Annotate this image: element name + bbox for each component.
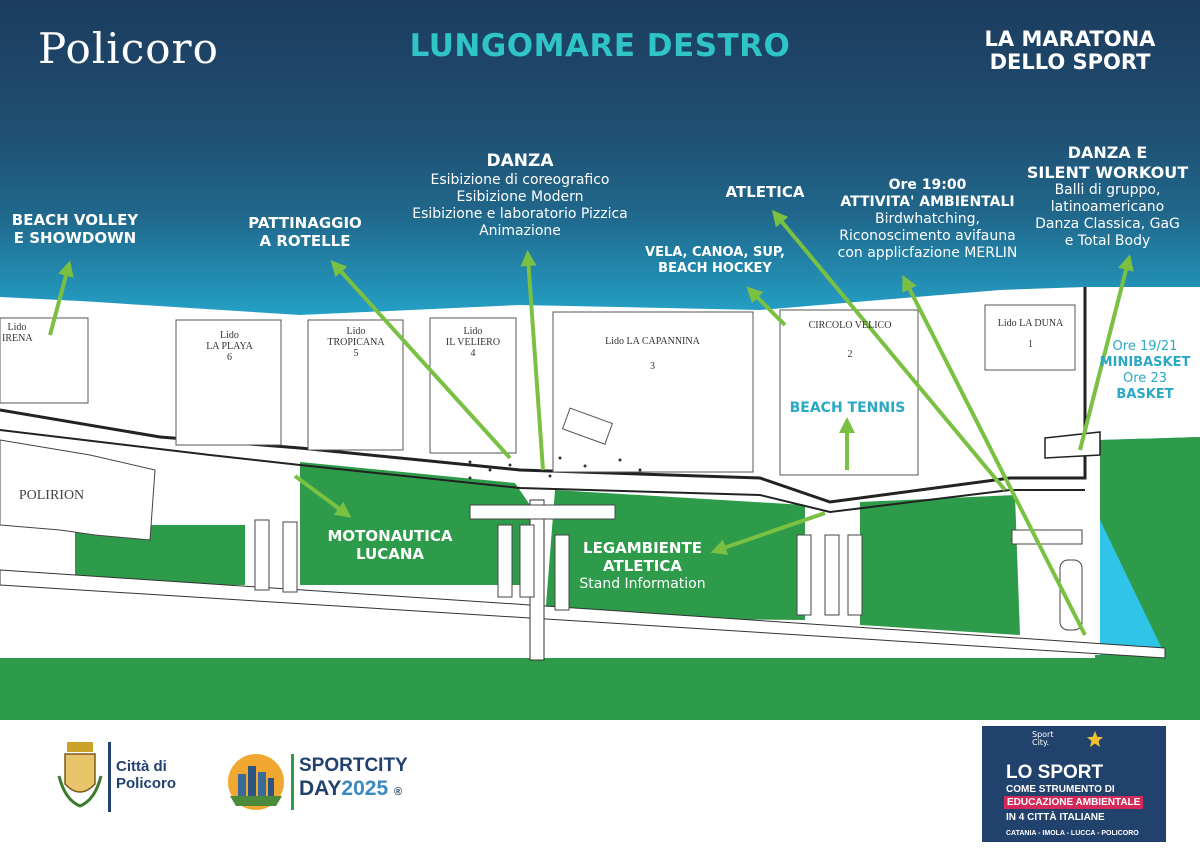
atletica-label: ATLETICA [725, 183, 805, 201]
divider [291, 754, 294, 810]
green-area-2 [545, 490, 805, 620]
arrow-icon [330, 260, 512, 460]
arrow-icon [771, 209, 1007, 492]
arrow-icon [902, 274, 1087, 636]
polirion-label: POLIRION [18, 488, 85, 503]
arrow-icon [293, 474, 352, 518]
box-line: IN 4 CITTÀ ITALIANE [1006, 812, 1105, 823]
promenade-bottom [0, 429, 1085, 514]
event-title: LA MARATONA DELLO SPORT [984, 27, 1156, 75]
building [561, 407, 614, 445]
legambiente-label: LEGAMBIENTE ATLETICA Stand Information [579, 539, 706, 592]
lido-duna-box [984, 304, 1076, 371]
structure [1044, 431, 1101, 459]
lido-irena-box [0, 317, 89, 404]
lido-playa-box [175, 319, 282, 446]
green-strip [0, 658, 1200, 720]
town-block [0, 439, 156, 541]
danza-label: DANZA Esibizione di coreografico Esibizi… [412, 151, 628, 239]
sportcity-skyline-icon [228, 754, 284, 810]
lido-capannina-label: Lido LA CAPANNINA 3 [605, 336, 700, 372]
arrow-icon [48, 260, 74, 336]
sportcity-logo: SPORTCITY DAY2025 ® [299, 755, 408, 800]
green-curve [1102, 437, 1200, 520]
beach-tennis-label: BEACH TENNIS [789, 400, 906, 416]
star-logo-icon [1086, 730, 1104, 748]
vela-label: VELA, CANOA, SUP,BEACH HOCKEY [645, 245, 785, 276]
dots [468, 456, 642, 480]
arrow-icon [746, 286, 787, 327]
divider [108, 742, 111, 812]
city-crest-icon [57, 742, 103, 808]
lido-tropicana-box [307, 319, 404, 451]
arrow-icon [710, 511, 826, 555]
green-area-1 [300, 462, 530, 585]
green-area-4 [75, 525, 245, 585]
danza-silent-label: DANZA E SILENT WORKOUT Balli di gruppo, … [1026, 143, 1189, 250]
ambientali-label: Ore 19:00 ATTIVITA' AMBIENTALI Birdwhatc… [837, 177, 1018, 262]
parking-lots [254, 504, 1083, 631]
page-title: LUNGOMARE DESTRO [409, 28, 791, 64]
policoro-logo: Policoro [38, 24, 219, 73]
box-headline: LO SPORT [1006, 762, 1104, 783]
beach-map [0, 209, 1200, 720]
box-line: COME STRUMENTO DI [1006, 784, 1115, 795]
arrows [48, 209, 1134, 636]
basket-label: Ore 19/21 MINIBASKET Ore 23 BASKET [1099, 339, 1191, 402]
box-cities: CATANIA - IMOLA - LUCCA - POLICORO [1006, 830, 1139, 837]
green-area-3 [860, 495, 1020, 635]
box-highlight: EDUCAZIONE AMBIENTALE [1004, 796, 1144, 809]
circolo-velico-label: CIRCOLO VELICO 2 [808, 320, 892, 360]
arrow-icon [1078, 254, 1134, 451]
lido-duna-label: Lido LA DUNA 1 [997, 318, 1064, 350]
arrow-icon [520, 250, 545, 471]
lido-capannina-box [552, 311, 754, 473]
